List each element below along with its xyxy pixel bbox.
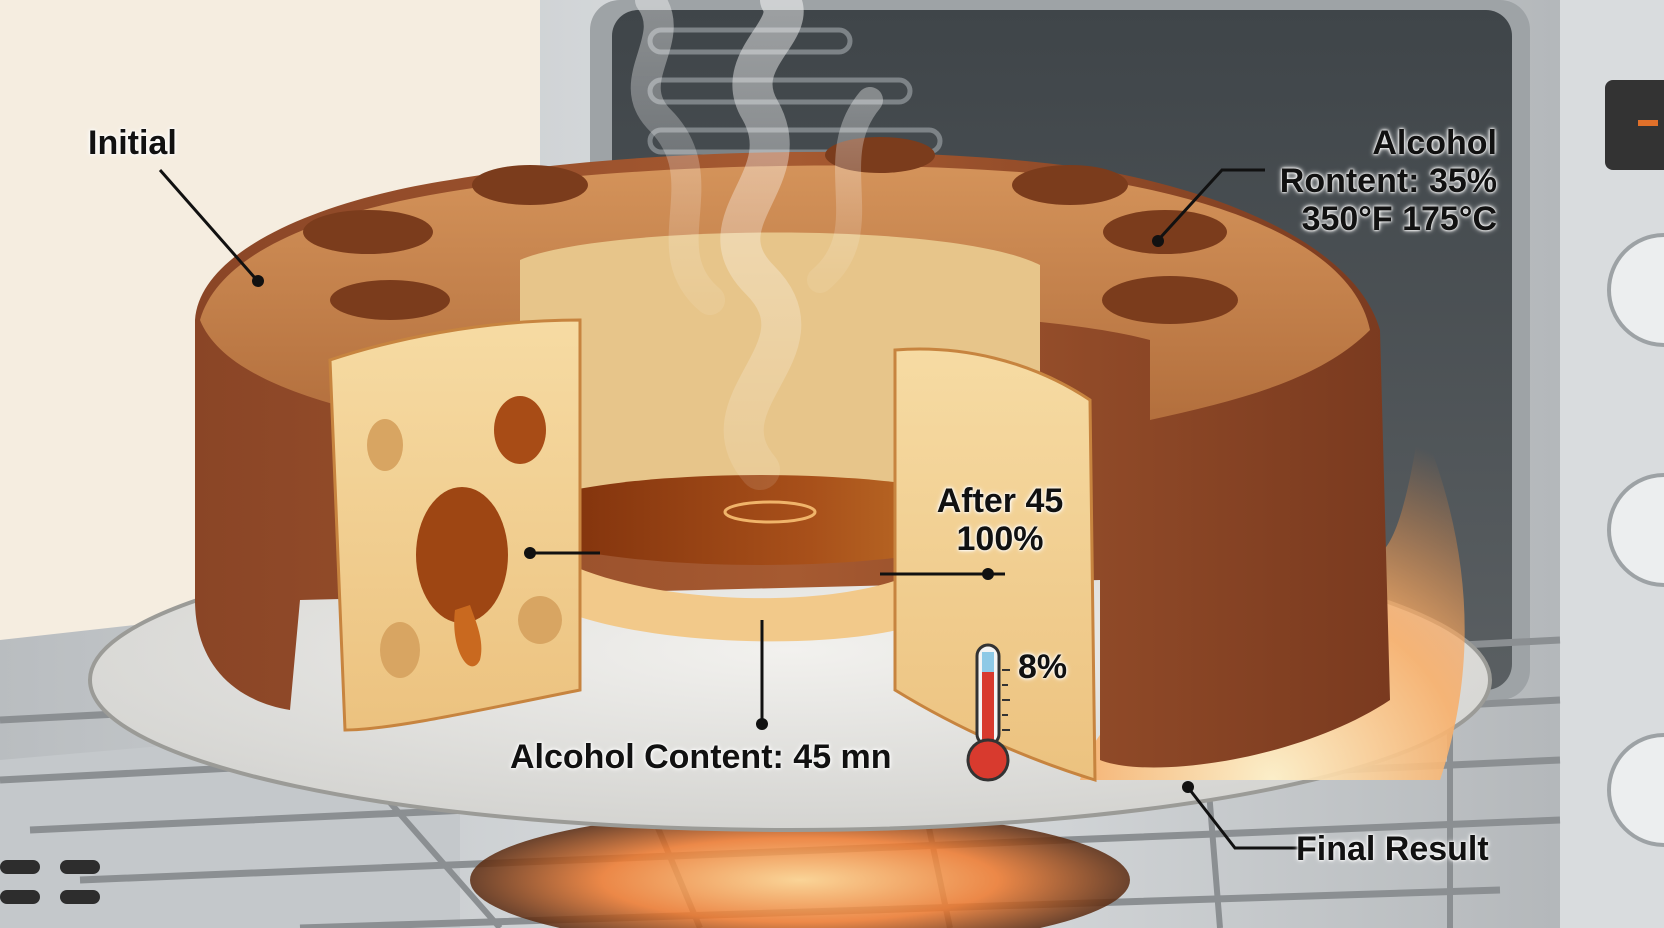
callout-lines [158, 168, 1300, 850]
oven-vent [647, 127, 943, 155]
burner [470, 810, 1130, 928]
syrup-drip [454, 605, 482, 667]
thermometer-icon [966, 643, 1010, 782]
label-after: After 45 100% [900, 482, 1100, 558]
display-indicator [1638, 120, 1658, 126]
cake-inner-base [560, 560, 930, 642]
label-after-line1: After 45 [936, 482, 1064, 520]
control-knob [1607, 733, 1664, 847]
label-alcohol-bottom: Alcohol Content: 45 mn [510, 738, 892, 776]
oven-slot [60, 890, 100, 904]
syrup-ripple [723, 500, 817, 524]
leader-alcohol [1158, 168, 1265, 240]
cake-hole [472, 165, 588, 205]
label-alcohol-content: Alcohol Rontent: 35% 350°F 175°C [1245, 124, 1497, 238]
label-temperature: 350°F 175°C [1301, 200, 1497, 239]
cake-hole [1102, 276, 1238, 324]
callout-dots [252, 235, 1194, 793]
syrup-hole [494, 396, 546, 464]
crumb-hole [380, 622, 420, 678]
label-final-result: Final Result [1296, 830, 1489, 868]
crumb-hole [518, 596, 562, 644]
label-alcohol-line2: Rontent: 35% [1279, 162, 1497, 201]
label-alcohol-line1: Alcohol [1372, 124, 1497, 162]
oven-slot [60, 860, 100, 874]
control-knob [1607, 233, 1664, 347]
oven-slot [0, 890, 40, 904]
steam [630, 0, 883, 490]
label-initial: Initial [88, 124, 177, 162]
crumb-hole [367, 419, 403, 471]
cake-hole [330, 280, 450, 320]
label-thermometer-value: 8% [1018, 648, 1068, 686]
cake-hole [1012, 165, 1128, 205]
cake-hole [303, 210, 433, 254]
syrup-pool [510, 475, 1010, 565]
oven-slot [0, 860, 40, 874]
syrup-hole [416, 487, 508, 623]
control-knob [1607, 473, 1664, 587]
label-after-line2: 100% [956, 520, 1044, 559]
leader-final [1188, 789, 1300, 850]
cake-slice-right [893, 347, 1097, 783]
leader-initial [158, 169, 257, 279]
display [1605, 80, 1664, 170]
